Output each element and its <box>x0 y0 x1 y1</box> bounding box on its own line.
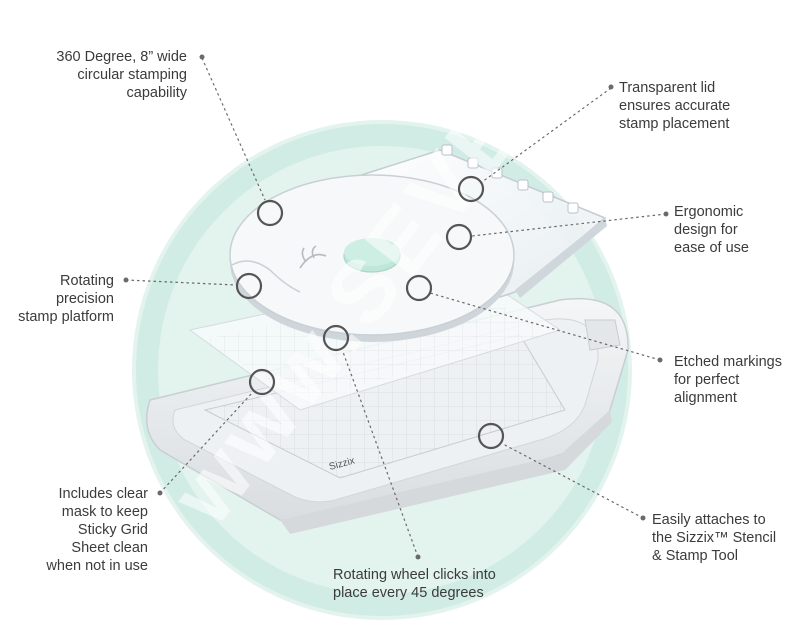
leader-lid <box>481 87 612 183</box>
callout-attaches: Easily attaches to the Sizzix™ Stencil &… <box>652 512 777 564</box>
marker-etched <box>405 274 433 302</box>
marker-circular <box>256 199 284 227</box>
leader-attaches <box>502 443 644 519</box>
leader-wheel <box>342 351 419 558</box>
marker-mask <box>248 368 276 396</box>
leaf-emblem-icon <box>299 245 327 269</box>
callout-etched: Etched markings for perfect alignment <box>674 354 782 406</box>
leader-circular <box>201 57 266 201</box>
callout-wheel: Rotating wheel clicks into place every 4… <box>333 567 496 601</box>
callout-circular: 360 Degree, 8” wide circular stamping ca… <box>56 49 187 101</box>
stamp-tool-tray <box>145 297 629 534</box>
leader-platform <box>125 279 237 286</box>
marker-platform <box>235 272 263 300</box>
marker-lid <box>457 175 485 203</box>
marker-wheel <box>322 324 350 352</box>
marker-attaches <box>477 422 505 450</box>
leader-etched <box>429 292 661 361</box>
callout-platform: Rotating precision stamp platform <box>18 273 114 325</box>
callout-mask: Includes clear mask to keep Sticky Grid … <box>46 486 148 574</box>
callout-lid: Transparent lid ensures accurate stamp p… <box>619 80 731 132</box>
callout-ergonomic: Ergonomic design for ease of use <box>674 204 749 256</box>
rotating-platform <box>229 174 515 342</box>
leader-mask <box>159 392 253 494</box>
marker-ergonomic <box>445 223 473 251</box>
